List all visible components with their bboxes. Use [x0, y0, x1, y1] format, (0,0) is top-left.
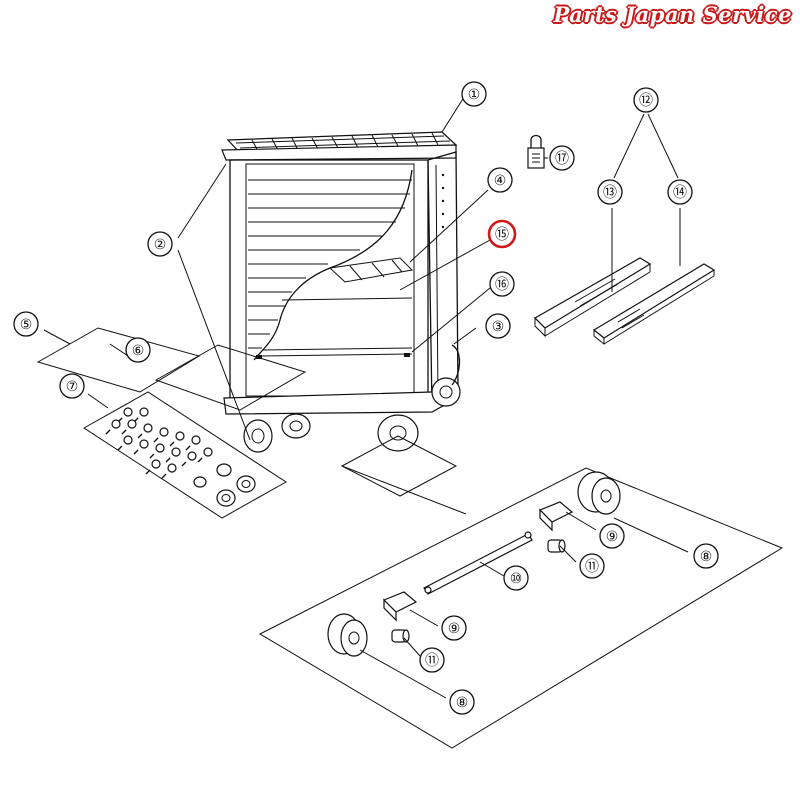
svg-text:⑯: ⑯: [495, 277, 509, 293]
drawer-rail-13: [534, 257, 652, 338]
callout-7: ⑦: [59, 373, 85, 399]
callout-17: ⑰: [549, 145, 575, 171]
svg-text:⑧: ⑧: [700, 549, 713, 565]
side-bracket: [451, 344, 461, 386]
callout-13: ⑬: [597, 179, 623, 205]
svg-text:⑩: ⑩: [510, 571, 523, 587]
callout-8-right: ⑧: [693, 543, 719, 569]
bushing-left: [391, 629, 410, 643]
callout-14: ⑭: [667, 179, 693, 205]
svg-text:⑨: ⑨: [448, 621, 461, 637]
callout-12: ⑫: [633, 87, 659, 113]
callout-9-left: ⑨: [441, 615, 467, 641]
callout-3: ③: [485, 313, 511, 339]
callout-11-left: ⑪: [419, 647, 445, 673]
callout-1: ①: [461, 81, 487, 107]
svg-text:⑰: ⑰: [555, 151, 569, 167]
svg-text:⑪: ⑪: [425, 653, 439, 669]
svg-text:②: ②: [154, 237, 167, 253]
svg-text:⑫: ⑫: [639, 93, 653, 109]
svg-text:⑦: ⑦: [66, 379, 79, 395]
bracket-right: [538, 501, 574, 532]
callout-5: ⑤: [13, 311, 39, 337]
axle-kit-panel: [258, 467, 784, 749]
hardware-panel: [36, 327, 307, 519]
top-tray-grid: [235, 132, 451, 152]
screws: [105, 407, 213, 479]
cabinet-side-panel: [427, 151, 459, 410]
interior-partitions: [256, 257, 414, 359]
wheel-right: [577, 471, 621, 515]
panel-under-cabinet: [340, 435, 458, 497]
washers-and-nuts: [193, 463, 256, 507]
brand-watermark: Parts Japan Service: [553, 2, 792, 27]
svg-text:①: ①: [468, 87, 481, 103]
bushing-right: [547, 539, 566, 553]
callout-15: ⑮: [487, 219, 517, 249]
svg-text:⑨: ⑨: [606, 529, 619, 545]
callout-6: ⑥: [125, 337, 151, 363]
cabinet-front-frame: [229, 159, 429, 406]
shutter-cutaway-edge: [253, 169, 413, 361]
svg-text:③: ③: [492, 319, 505, 335]
callout-16: ⑯: [489, 271, 515, 297]
lock-icon: [527, 134, 545, 169]
svg-text:⑪: ⑪: [585, 559, 599, 575]
callout-10: ⑩: [503, 565, 529, 591]
callouts: ① ② ③ ④ ⑤ ⑥ ⑦ ⑧ ⑧ ⑨ ⑨ ⑩ ⑪ ⑪ ⑫ ⑬ ⑭ ⑮ ⑯ ⑰: [13, 81, 719, 715]
svg-text:⑤: ⑤: [20, 317, 33, 333]
bracket-left: [382, 591, 418, 622]
wheel-left: [327, 613, 368, 657]
callout-11-right: ⑪: [579, 553, 605, 579]
svg-text:⑧: ⑧: [456, 695, 469, 711]
drawer-rail-14: [592, 263, 716, 346]
svg-text:⑭: ⑭: [673, 185, 687, 201]
panel-7: [83, 391, 287, 519]
svg-text:⑮: ⑮: [495, 227, 509, 243]
axle-shaft: [423, 531, 533, 595]
callout-4: ④: [487, 167, 513, 193]
axle-kit: [258, 435, 784, 749]
tool-cabinet: [221, 131, 461, 453]
callout-9-right: ⑨: [599, 523, 625, 549]
svg-text:⑬: ⑬: [603, 185, 617, 201]
callout-8-left: ⑧: [449, 689, 475, 715]
svg-text:④: ④: [494, 173, 507, 189]
roller-shutter: [248, 169, 413, 361]
callout-2: ②: [147, 231, 173, 257]
panel-6: [154, 344, 307, 411]
leader-lines: [43, 93, 689, 699]
svg-text:⑥: ⑥: [132, 343, 145, 359]
side-holes: [441, 173, 445, 229]
cabinet-casters: [243, 377, 461, 453]
